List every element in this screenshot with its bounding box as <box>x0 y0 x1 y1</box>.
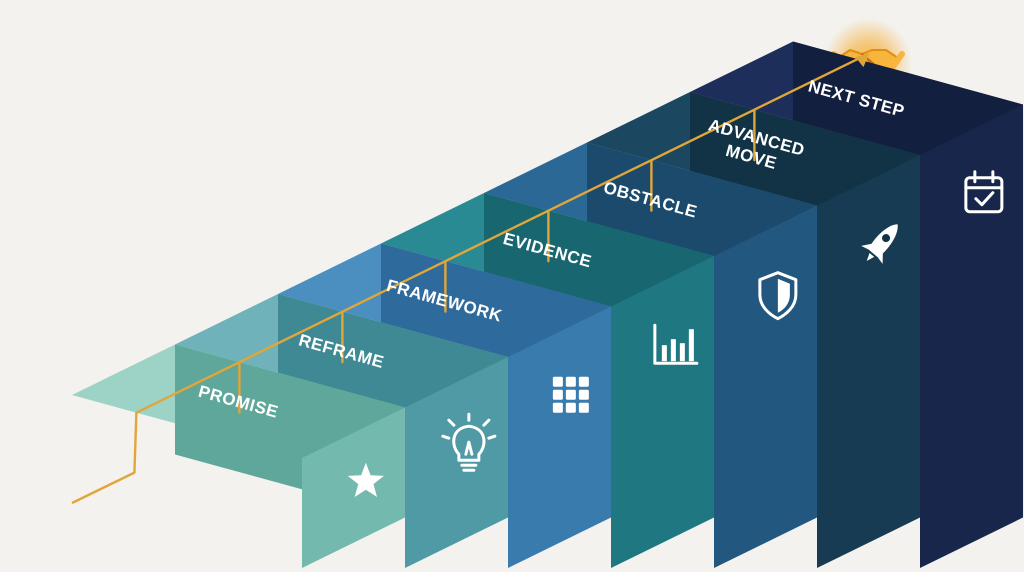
step-front-face <box>611 256 714 568</box>
grid-icon <box>552 376 589 413</box>
step-front-face <box>817 155 920 568</box>
path-arrowhead <box>855 53 870 68</box>
step-front-face <box>405 357 508 568</box>
calendar-check-icon <box>964 170 1004 214</box>
step-front-face <box>508 306 611 568</box>
bar-chart-icon <box>653 323 699 365</box>
step-front-face <box>920 104 1023 568</box>
step-front-face <box>302 407 405 568</box>
rocket-icon <box>861 224 898 264</box>
step-front-face <box>714 205 817 568</box>
progress-path <box>71 58 858 505</box>
star-icon <box>347 462 384 498</box>
shield-icon <box>758 271 798 321</box>
lightbulb-icon <box>441 412 497 472</box>
